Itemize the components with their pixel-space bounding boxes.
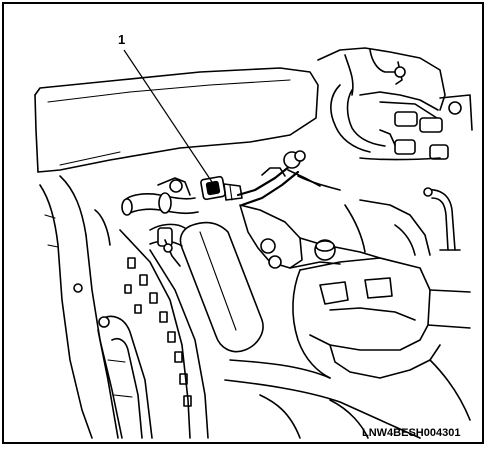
callout-1-label: 1 [118,32,125,47]
radiator-core [119,229,209,439]
figure-id: LNW4BESH004301 [362,427,460,439]
callout-1-leader-line [123,49,213,183]
reservoir-bracket [239,204,381,269]
sensor-assembly [200,150,341,207]
radiator-hose [149,221,264,353]
callout-1: 1 [118,32,213,183]
engine-cover [34,67,319,173]
intake-manifold [317,47,473,161]
right-housing [292,199,471,379]
right-pipe [423,187,461,251]
front-crossmember [224,359,471,439]
lower-air-guide [97,315,153,439]
upper-hose [121,177,199,216]
figure-frame [2,2,484,444]
